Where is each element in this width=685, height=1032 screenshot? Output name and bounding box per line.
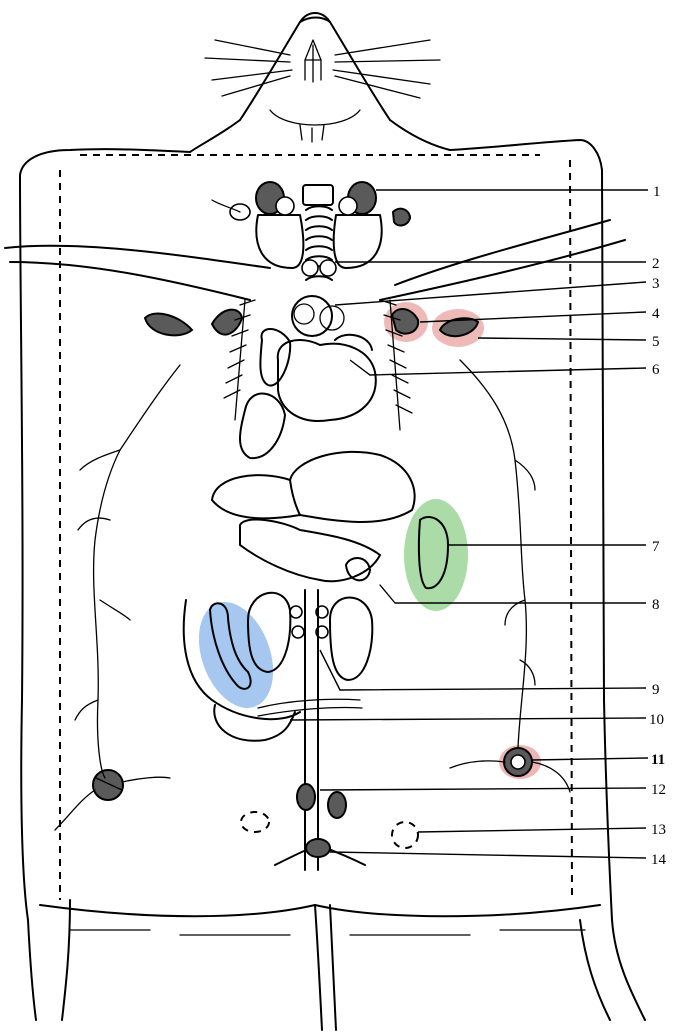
heart-lungs <box>224 296 412 458</box>
lower-nodes <box>55 748 570 865</box>
label-12: 12 <box>651 782 666 798</box>
head <box>190 13 450 152</box>
leader-lines <box>290 190 648 858</box>
label-7: 7 <box>652 539 660 555</box>
label-14: 14 <box>651 852 667 868</box>
label-6: 6 <box>652 362 660 378</box>
node-14 <box>306 839 330 857</box>
node-12-right <box>328 792 346 818</box>
label-8: 8 <box>652 597 660 613</box>
number-labels: 1 2 3 4 5 6 7 8 9 10 11 12 13 14 <box>649 184 667 868</box>
label-3: 3 <box>652 276 660 292</box>
node-12-left <box>297 784 315 810</box>
forelimbs <box>5 220 625 300</box>
label-4: 4 <box>652 306 660 322</box>
label-11: 11 <box>651 752 665 768</box>
label-10: 10 <box>649 712 664 728</box>
label-5: 5 <box>652 334 660 350</box>
node-left-inguinal <box>93 770 123 800</box>
label-13: 13 <box>651 822 666 838</box>
kidneys-intestine <box>184 590 373 870</box>
highlight-green-7 <box>404 499 468 611</box>
label-9: 9 <box>652 682 660 698</box>
label-1: 1 <box>653 184 661 200</box>
label-2: 2 <box>652 256 660 272</box>
